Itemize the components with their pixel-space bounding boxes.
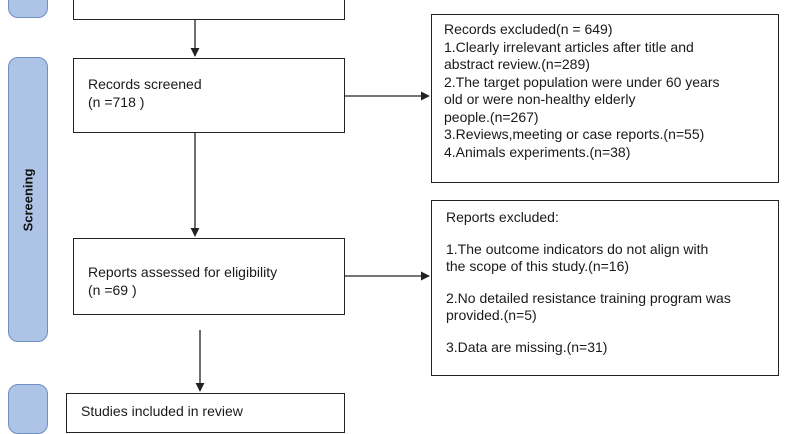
reports-excluded-line: provided.(n=5)	[446, 307, 537, 323]
studies-included-title: Studies included in review	[81, 403, 243, 419]
reports-excluded-box: Reports excluded: 1.The outcome indicato…	[431, 200, 779, 376]
reports-excluded-line: 2.No detailed resistance training progra…	[446, 289, 731, 306]
reports-assessed-box: Reports assessed for eligibility (n =69 …	[73, 238, 345, 315]
records-screened-box: Records screened (n =718 )	[73, 58, 345, 133]
records-excluded-header: Records excluded(n = 649)	[444, 21, 613, 37]
records-excluded-line: 3.Reviews,meeting or case reports.(n=55)	[444, 126, 705, 142]
records-excluded-line: 2.The target population were under 60 ye…	[444, 73, 720, 90]
records-screened-title: Records screened	[88, 76, 202, 92]
reports-excluded-line: 3.Data are missing.(n=31)	[446, 338, 608, 355]
records-screened-count: (n =718 )	[88, 93, 145, 110]
records-excluded-line: 1.Clearly irrelevant articles after titl…	[444, 38, 694, 55]
records-excluded-line: 4.Animals experiments.(n=38)	[444, 143, 631, 160]
reports-excluded-header: Reports excluded:	[446, 209, 559, 225]
records-excluded-line: abstract review.(n=289)	[444, 56, 590, 72]
records-excluded-line: people.(n=267)	[444, 108, 539, 125]
reports-excluded-line: the scope of this study.(n=16)	[446, 258, 630, 274]
reports-excluded-line: 1.The outcome indicators do not align wi…	[446, 240, 709, 257]
reports-assessed-count: (n =69 )	[88, 281, 137, 298]
records-excluded-line: old or were non-healthy elderly	[444, 91, 636, 107]
screening-stage-tab: Screening	[8, 57, 48, 342]
reports-assessed-title: Reports assessed for eligibility	[88, 264, 278, 280]
identification-stage-tab	[8, 0, 48, 18]
studies-included-box: Studies included in review	[66, 393, 345, 433]
records-excluded-box: Records excluded(n = 649) 1.Clearly irre…	[431, 14, 779, 183]
identification-records-box	[73, 0, 345, 20]
included-stage-tab	[8, 384, 48, 434]
screening-stage-label: Screening	[20, 168, 36, 231]
